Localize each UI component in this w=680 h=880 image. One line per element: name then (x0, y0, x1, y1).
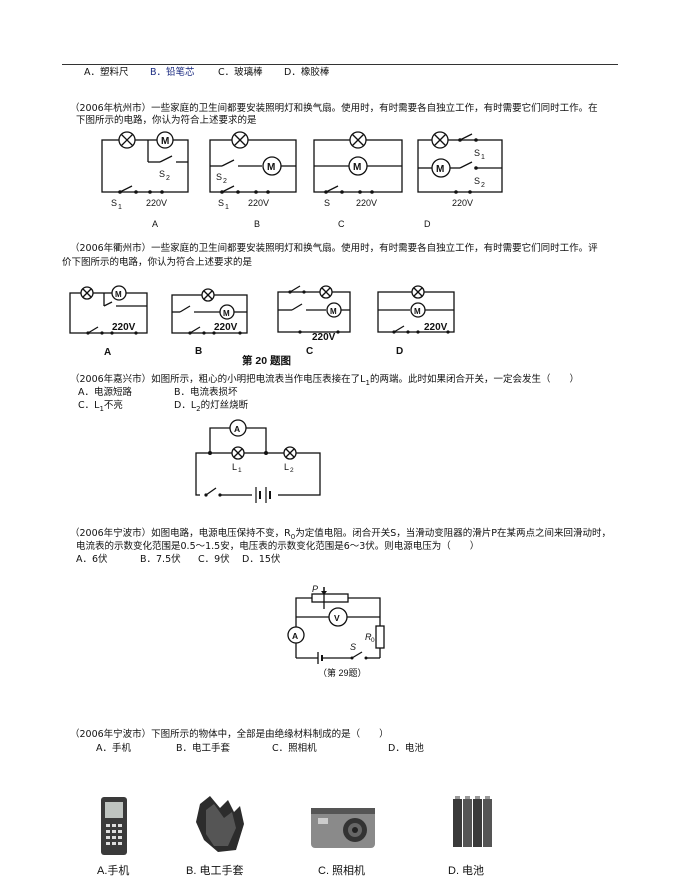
svg-text:1: 1 (481, 154, 485, 161)
svg-text:M: M (115, 290, 122, 299)
q4-opt-c: C．9伏 (198, 554, 230, 565)
svg-text:M: M (436, 164, 444, 175)
q2-circuit-a: M 220V A (69, 285, 148, 358)
svg-text:1: 1 (238, 467, 242, 474)
svg-text:M: M (267, 162, 275, 173)
q4-line2: 电流表的示数变化范围是0.5～1.5安，电压表的示数变化范围是6～3伏。则电源电… (76, 541, 480, 552)
svg-text:220V: 220V (112, 322, 136, 333)
svg-text:B: B (254, 219, 260, 229)
q5-opt-b: B．电工手套 (176, 743, 231, 754)
q1-circuit-b: M S 2 S 1 220V B (209, 131, 297, 229)
q2-line2: 价下图所示的电路，你认为符合上述要求的是 (62, 257, 253, 268)
svg-text:P: P (312, 584, 318, 594)
q2-line1: （2006年衢州市）一些家庭的卫生间都要安装照明灯和换气扇。使用时，有时需要各自… (70, 243, 598, 254)
svg-text:220V: 220V (356, 198, 377, 208)
q5-opt-c: C．照相机 (272, 743, 317, 754)
svg-text:S: S (218, 198, 224, 208)
phone-image (101, 797, 127, 855)
svg-text:1: 1 (225, 204, 229, 211)
q4-line1: （2006年宁波市）如图电路，电源电压保持不变，R0为定值电阻。闭合开关S，当滑… (70, 528, 612, 541)
svg-text:1: 1 (118, 204, 122, 211)
svg-text:L: L (284, 462, 289, 472)
batteries-image (453, 796, 492, 847)
svg-text:2: 2 (290, 467, 294, 474)
img-cap-a: A.手机 (97, 863, 129, 877)
svg-text:220V: 220V (424, 322, 448, 333)
svg-text:S: S (216, 172, 222, 182)
svg-text:220V: 220V (452, 198, 473, 208)
q2-circuit-d: M 220V D (377, 285, 455, 357)
gloves-image (196, 796, 244, 852)
q3-opt-a: A．电源短路 (78, 387, 132, 398)
svg-text:S: S (474, 148, 480, 158)
q4-caption: （第 29题） (318, 667, 367, 678)
q4-opt-d: D．15伏 (242, 554, 281, 565)
camera-image (311, 808, 375, 848)
svg-text:M: M (414, 307, 421, 316)
top-option-a: A．塑料尺 (84, 67, 129, 78)
svg-text:S: S (324, 198, 330, 208)
svg-text:2: 2 (223, 178, 227, 185)
q2-circuit-c: M 220V C (277, 285, 351, 357)
svg-text:S: S (350, 642, 356, 652)
svg-text:C: C (338, 219, 345, 229)
svg-text:220V: 220V (214, 322, 238, 333)
svg-text:V: V (334, 613, 340, 623)
q3-opt-c: C．L1不亮 (78, 400, 123, 413)
q5-line1: （2006年宁波市）下图所示的物体中，全部是由绝缘材料制成的是（ ） (70, 729, 389, 740)
svg-text:2: 2 (166, 175, 170, 182)
svg-text:A: A (104, 347, 111, 358)
q5-opt-a: A．手机 (96, 743, 131, 754)
svg-text:M: M (161, 136, 169, 147)
svg-text:A: A (292, 631, 298, 641)
svg-text:220V: 220V (248, 198, 269, 208)
top-option-c: C．玻璃棒 (218, 67, 263, 78)
svg-text:M: M (330, 307, 337, 316)
svg-text:B: B (195, 346, 202, 357)
top-rule (62, 64, 618, 65)
svg-text:2: 2 (481, 182, 485, 189)
q2-circuit-b: M 220V B (171, 288, 248, 357)
svg-text:R: R (365, 632, 372, 642)
svg-text:M: M (223, 309, 230, 318)
svg-text:220V: 220V (146, 198, 167, 208)
q4-opt-a: A．6伏 (76, 554, 108, 565)
svg-text:220V: 220V (312, 332, 336, 343)
q3-opt-d: D．L2的灯丝烧断 (174, 400, 249, 413)
q2-caption: 第 20 题图 (242, 354, 291, 367)
svg-text:L: L (232, 462, 237, 472)
top-option-d: D．橡胶棒 (284, 67, 330, 78)
q4-opt-b: B．7.5伏 (140, 554, 181, 565)
svg-text:S: S (159, 169, 165, 179)
svg-text:D: D (396, 346, 403, 357)
img-cap-d: D. 电池 (448, 864, 484, 877)
top-option-b: B．铅笔芯 (150, 67, 195, 78)
q1-circuit-d: M S 1 S 2 220V D (417, 131, 503, 229)
img-cap-b: B. 电工手套 (186, 863, 243, 877)
q5-opt-d: D．电池 (388, 743, 424, 754)
svg-text:S: S (474, 176, 480, 186)
q1-line2: 下图所示的电路，你认为符合上述要求的是 (76, 115, 257, 126)
img-cap-c: C. 照相机 (318, 863, 365, 877)
q1-circuit-a: M S 1 S 2 220V A (101, 131, 189, 229)
svg-text:0: 0 (371, 637, 375, 644)
svg-text:D: D (424, 219, 431, 229)
svg-text:S: S (111, 198, 117, 208)
svg-text:A: A (152, 219, 158, 229)
svg-text:M: M (353, 162, 361, 173)
svg-text:A: A (234, 424, 240, 434)
svg-text:C: C (306, 346, 313, 357)
q3-opt-b: B．电流表损坏 (174, 387, 238, 398)
q1-circuit-c: M S 220V C (313, 131, 403, 229)
q1-line1: （2006年杭州市）一些家庭的卫生间都要安装照明灯和换气扇。使用时，有时需要各自… (70, 103, 598, 114)
q3-line1: （2006年嘉兴市）如图所示，粗心的小明把电流表当作电压表接在了L1的两端。此时… (70, 374, 579, 387)
